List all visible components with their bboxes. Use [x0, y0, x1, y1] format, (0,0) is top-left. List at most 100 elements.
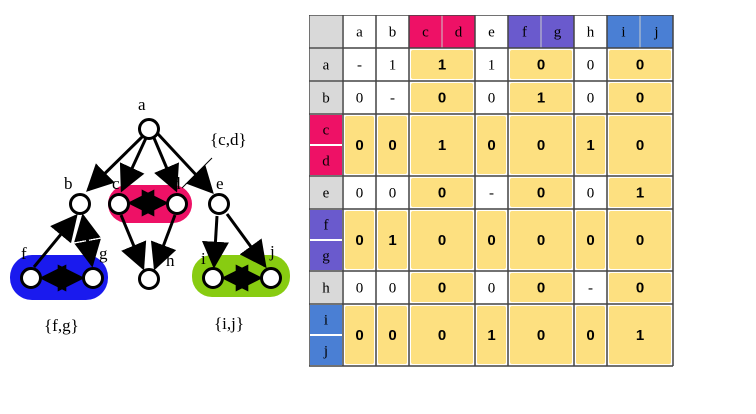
col-header-label-b: b — [389, 25, 397, 41]
matrix-block-cd-fg — [510, 116, 572, 174]
matrix-block-b-ij — [609, 83, 671, 112]
matrix-block-a-b — [378, 50, 407, 79]
group-label-cd: {c,d} — [210, 130, 247, 149]
node-d — [166, 193, 188, 215]
col-header-label-a: a — [356, 25, 363, 41]
matrix-block-ij-fg — [510, 306, 572, 364]
matrix-block-h-ij — [609, 273, 671, 302]
matrix-cell-fg-b: 1 — [388, 232, 396, 249]
col-header-i — [606, 15, 641, 49]
matrix-cell-fg-a: 0 — [355, 232, 363, 249]
col-header-label-g: g — [554, 25, 562, 41]
label-c: c — [112, 174, 120, 193]
matrix-cell-a-e: 1 — [488, 58, 496, 74]
matrix-cell-b-ij: 0 — [636, 90, 644, 107]
matrix-cell-ij-ij: 1 — [636, 327, 644, 344]
matrix-block-e-ij — [609, 178, 671, 207]
matrix-block-fg-h — [576, 211, 605, 269]
matrix-block-e-cd — [411, 178, 473, 207]
matrix-block-a-cd — [411, 50, 473, 79]
matrix-block-b-fg — [510, 83, 572, 112]
matrix-block-h-a — [345, 273, 374, 302]
matrix-cell-ij-b: 0 — [388, 327, 396, 344]
matrix-cell-e-b: 0 — [389, 186, 397, 202]
group-label-ij: {i,j} — [214, 314, 244, 333]
matrix-cell-ij-a: 0 — [355, 327, 363, 344]
matrix-block-ij-ij — [609, 306, 671, 364]
edge-e-i — [201, 215, 229, 269]
matrix-cell-b-b: - — [390, 91, 395, 107]
label-i: i — [201, 249, 206, 268]
matrix-cell-fg-h: 0 — [586, 232, 594, 249]
row-header-label-i: i — [324, 313, 328, 329]
group-cd-leader — [181, 157, 213, 189]
matrix-cell-a-fg: 0 — [537, 57, 545, 74]
edge-e-j — [225, 213, 267, 269]
matrix-block-h-e — [477, 273, 506, 302]
node-f — [20, 267, 42, 289]
row-header-label-j: j — [323, 344, 328, 360]
matrix-block-fg-fg — [510, 211, 572, 269]
matrix-cell-ij-cd: 0 — [438, 327, 446, 344]
edge-b-g — [74, 213, 101, 268]
matrix-block-a-fg — [510, 50, 572, 79]
row-header-label-a: a — [323, 58, 330, 74]
matrix-cell-b-a: 0 — [356, 91, 364, 107]
matrix-corner — [309, 15, 344, 49]
edge-a-d — [152, 137, 179, 193]
clustered-graph: a b c d e f g h i j {c,d} {f,g} {i,j} — [10, 95, 290, 335]
matrix-cell-e-fg: 0 — [537, 185, 545, 202]
matrix-block-fg-a — [345, 211, 374, 269]
matrix-block-cd-e — [477, 116, 506, 174]
matrix-cell-b-e: 0 — [488, 91, 496, 107]
matrix-cell-b-fg: 1 — [537, 90, 545, 107]
label-g: g — [99, 244, 108, 263]
edge-a-b — [86, 134, 145, 192]
col-header-label-f: f — [522, 25, 527, 41]
matrix-block-b-a — [345, 83, 374, 112]
matrix-block-h-b — [378, 273, 407, 302]
matrix-block-ij-cd — [411, 306, 473, 364]
matrix-cell-cd-fg: 0 — [537, 137, 545, 154]
matrix-cell-h-cd: 0 — [438, 280, 446, 297]
matrix-cell-a-cd: 1 — [438, 57, 446, 74]
node-b — [69, 193, 91, 215]
label-d: d — [172, 174, 181, 193]
matrix-block-b-h — [576, 83, 605, 112]
label-a: a — [138, 95, 146, 114]
edge-c-h — [119, 214, 147, 271]
matrix-block-b-cd — [411, 83, 473, 112]
row-header-label-c: c — [323, 123, 330, 139]
matrix-cell-e-ij: 1 — [636, 185, 644, 202]
matrix-cell-fg-fg: 0 — [537, 232, 545, 249]
edge-d-h — [150, 214, 177, 271]
row-header-label-b: b — [322, 91, 330, 107]
matrix-block-e-a — [345, 178, 374, 207]
matrix-cell-h-ij: 0 — [636, 280, 644, 297]
matrix-cell-ij-h: 0 — [586, 327, 594, 344]
matrix-cell-cd-h: 1 — [586, 137, 594, 154]
node-c — [108, 193, 130, 215]
row-header-label-d: d — [322, 154, 330, 170]
group-label-fg: {f,g} — [44, 316, 79, 335]
matrix-cell-a-ij: 0 — [636, 57, 644, 74]
matrix-cell-cd-ij: 0 — [636, 137, 644, 154]
label-j: j — [269, 242, 275, 261]
row-header-label-g: g — [322, 249, 330, 265]
col-header-label-e: e — [488, 25, 495, 41]
matrix-block-ij-e — [477, 306, 506, 364]
matrix-block-ij-h — [576, 306, 605, 364]
matrix-cell-a-h: 0 — [587, 58, 595, 74]
node-h — [138, 268, 160, 290]
matrix-block-cd-h — [576, 116, 605, 174]
row-header-label-f: f — [324, 218, 329, 234]
matrix-cell-h-e: 0 — [488, 281, 496, 297]
row-header-label-e: e — [323, 186, 330, 202]
row-header-a — [309, 47, 344, 82]
matrix-block-a-e — [477, 50, 506, 79]
col-header-label-j: j — [653, 25, 658, 41]
matrix-cell-ij-fg: 0 — [537, 327, 545, 344]
matrix-block-cd-cd — [411, 116, 473, 174]
matrix-cell-cd-cd: 1 — [438, 137, 446, 154]
